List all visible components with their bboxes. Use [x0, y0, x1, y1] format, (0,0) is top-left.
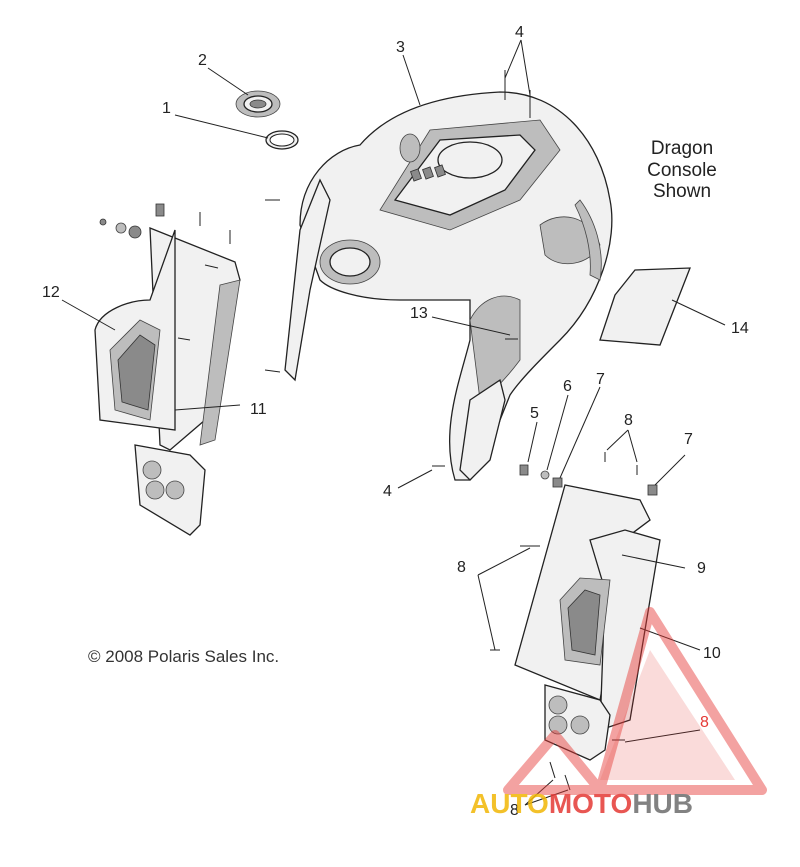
watermark-moto: MOTO	[549, 788, 632, 819]
watermark-hub: HUB	[632, 788, 693, 819]
svg-text:AUTOMOTOHUB: AUTOMOTOHUB	[470, 788, 693, 819]
callout-7-right: 7	[684, 431, 693, 448]
callout-9: 9	[697, 560, 706, 577]
callout-8-left: 8	[457, 559, 466, 576]
left-fasteners	[99, 199, 518, 373]
callout-7-top: 7	[596, 371, 605, 388]
console-shroud-part	[284, 91, 613, 481]
callout-4-bottom: 4	[383, 483, 392, 500]
callout-8-top: 8	[624, 412, 633, 429]
o-ring-part	[265, 130, 299, 150]
automotohub-watermark: AUTOMOTOHUB	[470, 607, 767, 819]
callout-3: 3	[396, 39, 405, 56]
callout-6: 6	[563, 378, 572, 395]
fuel-cap-ring-part	[235, 90, 281, 118]
watermark-auto: AUTO	[470, 788, 549, 819]
callout-10: 10	[703, 645, 721, 662]
watermark-triangle-icon	[503, 607, 767, 795]
left-side-panel-part	[94, 227, 241, 536]
leader-lines	[61, 39, 726, 806]
callout-8-bottom: 8	[510, 802, 519, 819]
model-note: Dragon Console Shown	[647, 138, 717, 202]
callout-12: 12	[42, 284, 60, 301]
right-side-panel-part	[514, 484, 661, 761]
callout-13: 13	[410, 305, 428, 322]
decal-part	[599, 267, 691, 346]
callout-4-top: 4	[515, 24, 524, 41]
callout-5: 5	[530, 405, 539, 422]
note-line-1: Dragon	[651, 138, 713, 159]
callout-14: 14	[731, 320, 749, 337]
callout-2: 2	[198, 52, 207, 69]
callout-11: 11	[250, 401, 267, 418]
copyright-text: © 2008 Polaris Sales Inc.	[88, 647, 279, 666]
callout-1: 1	[162, 100, 171, 117]
callout-8-lower-right: 8	[700, 714, 709, 731]
callout-labels: 1 2 3 4 4 5 6 7 7 8 8 8 8 9 10 11 12 13 …	[42, 24, 749, 819]
note-line-2: Console	[647, 160, 717, 181]
note-line-3: Shown	[653, 181, 711, 202]
